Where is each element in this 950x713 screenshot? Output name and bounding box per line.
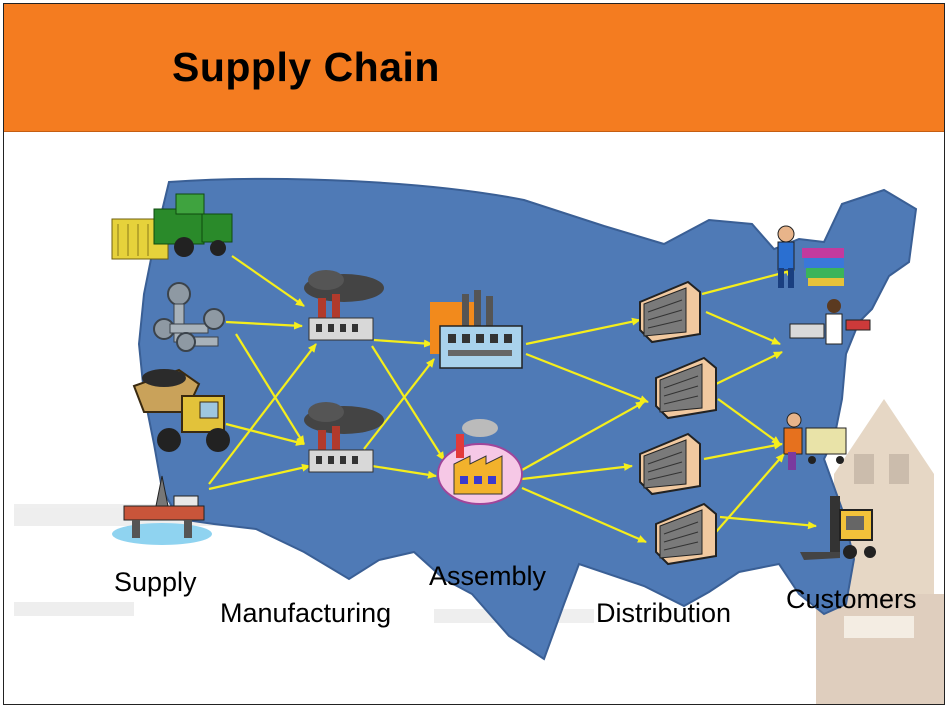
shopper-icon (777, 225, 844, 288)
arrow (715, 453, 785, 533)
arrow (235, 333, 305, 445)
arrow (715, 351, 783, 385)
arrow (371, 345, 445, 461)
arrow (717, 398, 781, 445)
stage-label-supply: Supply (114, 567, 197, 597)
forklift-icon (800, 496, 876, 560)
smoking-factory-icon (304, 270, 384, 341)
supply-chain-diagram (14, 177, 944, 704)
arrow (521, 401, 645, 471)
arrow (231, 255, 305, 307)
background-building (816, 399, 944, 704)
colorful-factory-icon (437, 419, 523, 505)
arrow (705, 310, 781, 346)
title-bar: Supply Chain (4, 4, 944, 132)
flow-arrows (208, 255, 817, 544)
stage-label-distribution: Distribution (596, 598, 732, 628)
slide-title: Supply Chain (172, 44, 440, 90)
stage-label-manufacturing: Manufacturing (220, 598, 392, 628)
slide: Supply Chain (3, 3, 945, 705)
arrow (225, 320, 303, 330)
arrow (225, 422, 305, 446)
mining-loader-icon (132, 368, 230, 452)
arrow (525, 317, 641, 346)
arrow (703, 441, 783, 461)
stage-label-assembly: Assembly (429, 561, 547, 591)
bolts-icon (153, 282, 225, 352)
arrow (521, 462, 633, 481)
stage-label-customers: Customers (786, 584, 917, 614)
arrow (208, 343, 317, 485)
power-plant-icon (430, 290, 523, 369)
arrow (525, 352, 649, 404)
arrow (719, 515, 817, 530)
arrow (373, 338, 433, 348)
warehouse-icon (655, 502, 717, 566)
arrow (521, 486, 647, 544)
arrow (208, 463, 311, 491)
warehouse-icon (639, 432, 701, 496)
warehouse-icon (655, 356, 717, 420)
combine-harvester-icon (111, 193, 233, 260)
smoking-factory-icon (304, 402, 384, 473)
arrow (363, 358, 435, 450)
oil-rig-icon (112, 475, 212, 545)
arrow (371, 464, 437, 479)
cart-shopper-icon (783, 412, 847, 470)
warehouse-icon (639, 280, 701, 344)
lab-worker-icon (789, 299, 871, 345)
